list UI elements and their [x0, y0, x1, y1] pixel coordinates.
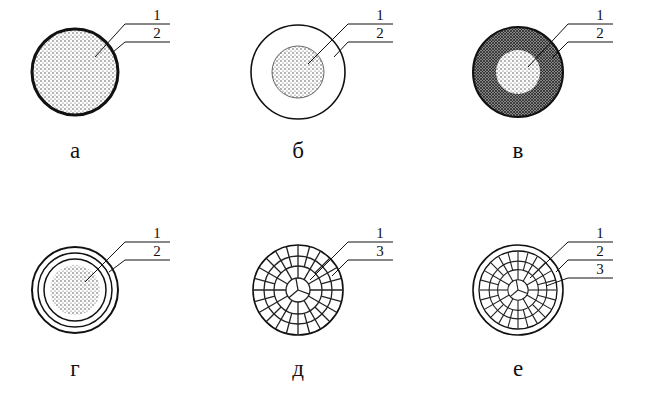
leader-lines	[85, 24, 613, 286]
leader-line	[95, 24, 170, 57]
callout-number: 3	[370, 244, 390, 259]
callout-number: 2	[147, 244, 167, 259]
leader-line	[334, 42, 393, 57]
figure-letter: е	[503, 356, 533, 382]
leader-line	[308, 24, 393, 64]
leader-line	[113, 42, 170, 52]
cell-network	[480, 252, 557, 329]
core-circle	[496, 50, 540, 94]
section-v	[473, 27, 563, 117]
callout-number: 2	[370, 26, 390, 41]
leader-line	[546, 278, 613, 286]
core-circle	[50, 265, 100, 315]
ring-line	[38, 253, 112, 327]
callout-number: 3	[590, 262, 610, 277]
callout-number: 1	[370, 226, 390, 241]
figure-letter: б	[283, 138, 313, 164]
callout-number: 2	[590, 244, 610, 259]
callout-number: 1	[147, 8, 167, 23]
callout-number: 1	[370, 8, 390, 23]
leader-line	[332, 260, 393, 276]
callout-number: 2	[147, 26, 167, 41]
leader-line	[109, 260, 170, 272]
figure-letter: д	[283, 356, 313, 382]
callout-number: 2	[590, 26, 610, 41]
leader-line	[85, 242, 170, 282]
leader-line	[310, 242, 393, 280]
section-d	[253, 245, 343, 335]
callout-number: 1	[147, 226, 167, 241]
leader-line	[552, 42, 613, 58]
section-circle	[251, 25, 345, 119]
figure-letter: г	[60, 356, 90, 382]
leader-line	[556, 260, 613, 272]
section-e	[473, 245, 563, 335]
section-g	[32, 247, 118, 333]
section-circle	[32, 247, 118, 333]
section-circle	[473, 27, 563, 117]
ring-line	[44, 259, 106, 321]
section-circle	[253, 245, 343, 335]
ring-line	[479, 251, 557, 329]
figure-letter: а	[60, 138, 90, 164]
leader-line	[528, 24, 613, 67]
section-b	[251, 25, 345, 119]
section-circle	[32, 29, 118, 115]
figure-letter: в	[503, 138, 533, 164]
leader-line	[530, 242, 613, 278]
callout-number: 1	[590, 8, 610, 23]
section-a	[32, 29, 118, 115]
callout-number: 1	[590, 226, 610, 241]
core-circle	[272, 46, 324, 98]
section-circle	[473, 245, 563, 335]
cell-network	[253, 245, 343, 335]
